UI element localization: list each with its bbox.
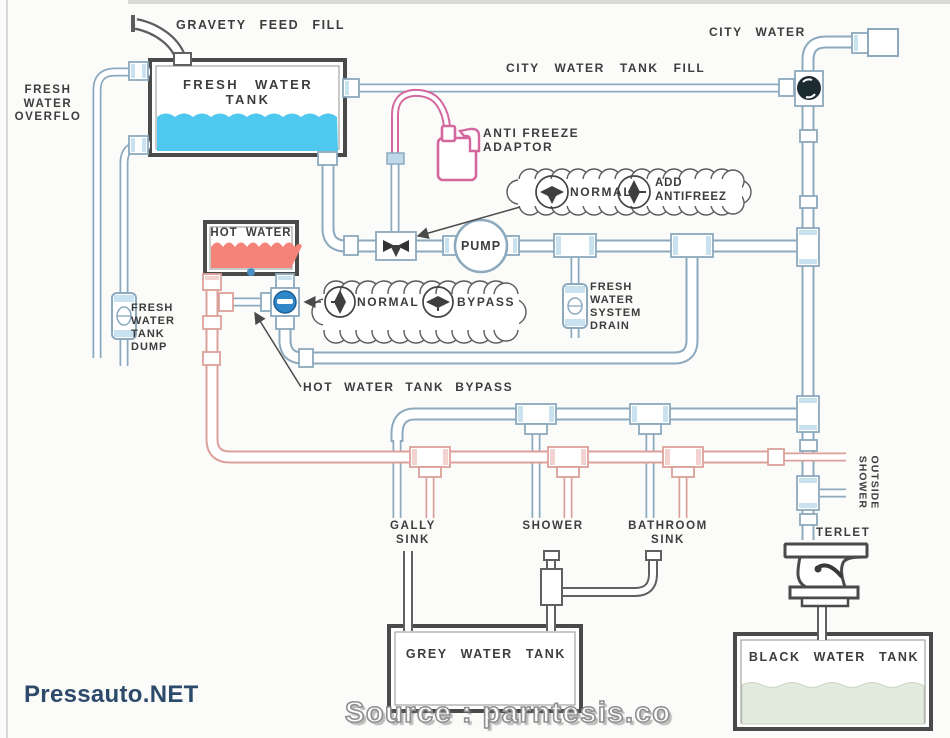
label-pump: PUMP: [460, 239, 502, 253]
drain-pipes: [403, 551, 658, 631]
black-water-tank: [733, 632, 933, 731]
label-gally-sink: GALLY SINK: [390, 520, 436, 546]
tank-drain-plug: [247, 268, 255, 276]
label-hot-water-tank: HOT WATER: [210, 227, 292, 239]
site-branding: Pressauto.NET: [24, 681, 199, 708]
label-bathroom-sink: BATHROOM SINK: [628, 520, 708, 546]
fresh-water-tank: [148, 58, 347, 157]
label-terlet: TERLET: [816, 527, 871, 539]
jug-body: [436, 136, 478, 182]
check-valve: [794, 70, 824, 107]
flush-lever: [815, 563, 844, 579]
valve-icon-bypass-normal: [324, 286, 356, 318]
grey-water-tank: [387, 624, 583, 713]
label-city-water: CITY WATER: [709, 25, 806, 39]
toilet: [783, 542, 869, 640]
jug-handle: [457, 127, 481, 153]
source-watermark: Source : parntesis.co: [344, 696, 672, 730]
label-fresh-water-tank: FRESH WATER TANK: [182, 77, 314, 108]
label-black-water-tank: BLACK WATER TANK: [748, 650, 920, 664]
valve-icon-bypass-active: [422, 286, 454, 318]
label-fresh-water-overflow: FRESH WATER OVERFLO: [14, 84, 82, 124]
black-tank-fill: [741, 682, 925, 725]
antifreeze-jug: [386, 88, 481, 182]
label-antifreeze-normal: NORMAL: [570, 185, 633, 199]
label-gravity-feed-fill: GRAVETY FEED FILL: [176, 18, 346, 32]
leader-arrows: [254, 206, 521, 388]
valve-icon-normal: [535, 175, 569, 209]
antifreeze-cap: [386, 152, 405, 165]
valve-icon-add-antifreeze: [617, 175, 651, 209]
label-outside-shower: OUTSIDE SHOWER: [856, 455, 881, 510]
label-bypass-normal: NORMAL: [357, 295, 420, 309]
label-fresh-water-tank-dump: FRESH WATER TANK DUMP: [131, 302, 175, 353]
antifreeze-valve: [375, 231, 417, 261]
label-add-antifreeze: ADD ANTIFREEZ: [655, 177, 727, 203]
label-bypass: BYPASS: [457, 295, 516, 309]
label-grey-water-tank: GREY WATER TANK: [405, 647, 567, 661]
scan-artifacts: [6, 0, 950, 738]
callout-cloud-bypass: [311, 280, 527, 344]
label-shower: SHOWER: [522, 520, 584, 532]
label-city-water-tank-fill: CITY WATER TANK FILL: [506, 61, 706, 75]
callout-cloud-antifreeze: [506, 168, 752, 216]
hot-water-tank: [203, 220, 302, 276]
bypass-valve: [270, 287, 300, 317]
jug-spout: [440, 124, 457, 143]
hot-water-pipes: [205, 276, 846, 518]
gravity-fill-pipe: [131, 15, 192, 66]
fresh-water-fill: [157, 113, 338, 151]
label-fresh-water-system-drain: FRESH WATER SYSTEM DRAIN: [590, 281, 642, 332]
hot-water-fill: [211, 242, 302, 268]
label-anti-freeze-adaptor: ANTI FREEZE ADAPTOR: [483, 126, 580, 155]
pump: [453, 218, 509, 274]
label-hot-water-tank-bypass: HOT WATER TANK BYPASS: [303, 380, 514, 394]
system-drain-valve: [562, 283, 588, 329]
dump-valve: [111, 292, 137, 340]
